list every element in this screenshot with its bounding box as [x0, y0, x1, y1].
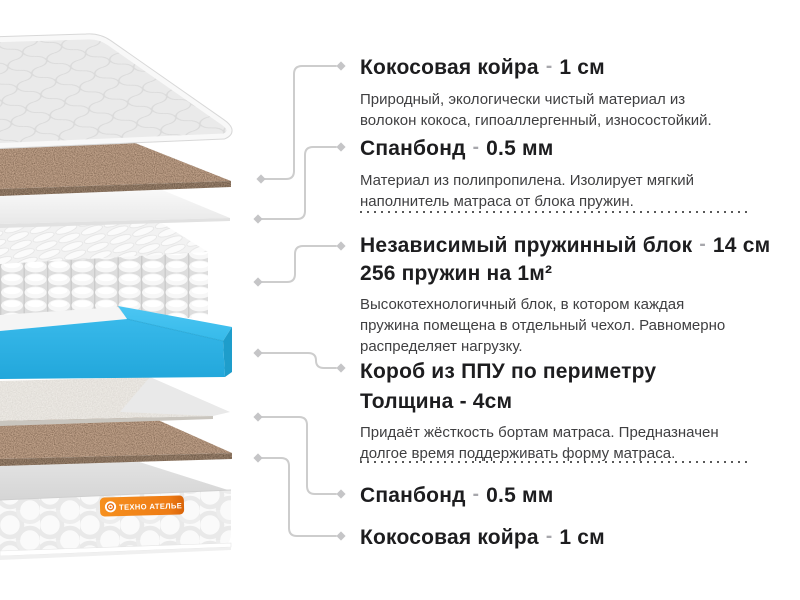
- layer-value: 0.5 мм: [486, 484, 554, 507]
- connector-line-springs: [261, 245, 337, 283]
- layer-description: Природный, экологически чистый материал …: [360, 91, 712, 129]
- diamond-marker: [336, 61, 346, 71]
- connector-line-ppu-box: [261, 352, 337, 369]
- layer-title: Короб из ППУ по периметру: [360, 360, 657, 383]
- diamond-markers: [253, 61, 346, 541]
- layer-title: Спанбонд-0.5 мм: [360, 484, 554, 507]
- spunbond-top-layer: [0, 187, 230, 228]
- dotted-divider: [360, 211, 748, 213]
- layer-label-spunbond-bottom: Спанбонд-0.5 мм: [360, 482, 758, 510]
- spunbond-bottom-layer: [0, 377, 230, 426]
- connector-line-coir-bottom: [261, 457, 337, 537]
- layer-value: 0.5 мм: [486, 137, 554, 160]
- layer-description: Материал из полипропилена. Изолирует мяг…: [360, 172, 695, 210]
- spring-block-layer: [0, 222, 208, 318]
- diamond-marker: [253, 412, 263, 422]
- layer-label-ppu-box: Короб из ППУ по периметру Толщина - 4см …: [360, 358, 758, 464]
- layer-label-coir-bottom: Кокосовая койра-1 см: [360, 524, 758, 552]
- coir-top-layer: [0, 141, 231, 196]
- dash-separator: -: [472, 484, 480, 505]
- diamond-marker: [253, 453, 263, 463]
- layer-title: Спанбонд-0.5 мм: [360, 137, 554, 160]
- ppu-box-layer: [0, 306, 232, 379]
- diamond-marker: [256, 174, 266, 184]
- diamond-marker: [336, 241, 346, 251]
- layer-label-spunbond-top: Спанбонд-0.5 мм Материал из полипропилен…: [360, 135, 758, 212]
- layer-value: 14 см: [712, 234, 771, 257]
- layer-label-coir-top: Кокосовая койра-1 см Природный, экологич…: [360, 54, 758, 131]
- diamond-marker: [253, 214, 263, 224]
- brand-badge: ТЕХНО АТЕЛЬЕ: [99, 495, 185, 517]
- diamond-marker: [336, 489, 346, 499]
- diamond-marker: [253, 348, 263, 358]
- dash-separator: -: [472, 137, 480, 158]
- layer-description: Придаёт жёсткость бортам матраса. Предна…: [360, 424, 719, 462]
- dotted-divider: [360, 461, 748, 463]
- diamond-marker: [336, 363, 346, 373]
- mattress-illustration: ТЕХНО АТЕЛЬЕ: [0, 33, 233, 560]
- layer-description: Высокотехнологичный блок, в котором кажд…: [360, 296, 726, 355]
- brand-circle-icon: [104, 501, 117, 513]
- connector-line-coir-top: [264, 65, 337, 180]
- quilted-cover-layer: [0, 33, 233, 149]
- layer-label-springs: Независимый пружинный блок-14 см 256 пру…: [360, 232, 771, 357]
- dash-separator: -: [545, 526, 553, 547]
- layer-title-line2: 256 пружин на 1м²: [360, 262, 553, 285]
- layer-title: Кокосовая койра-1 см: [360, 56, 605, 79]
- dash-separator: -: [699, 234, 706, 255]
- dash-separator: -: [545, 56, 553, 77]
- layer-value: 1 см: [559, 526, 605, 549]
- connector-line-spunbond-top: [261, 146, 337, 220]
- layer-title-line2: Толщина - 4см: [360, 390, 513, 413]
- diamond-marker: [336, 531, 346, 541]
- brand-badge-text: ТЕХНО АТЕЛЬЕ: [119, 501, 182, 512]
- layer-value: 1 см: [559, 56, 605, 79]
- diamond-marker: [253, 277, 263, 287]
- connector-line-spunbond-bottom: [261, 416, 337, 495]
- layer-title: Кокосовая койра-1 см: [360, 526, 605, 549]
- mattress-base-layer: ТЕХНО АТЕЛЬЕ: [0, 459, 232, 560]
- layer-title: Независимый пружинный блок-14 см: [360, 234, 771, 257]
- diamond-marker: [336, 142, 346, 152]
